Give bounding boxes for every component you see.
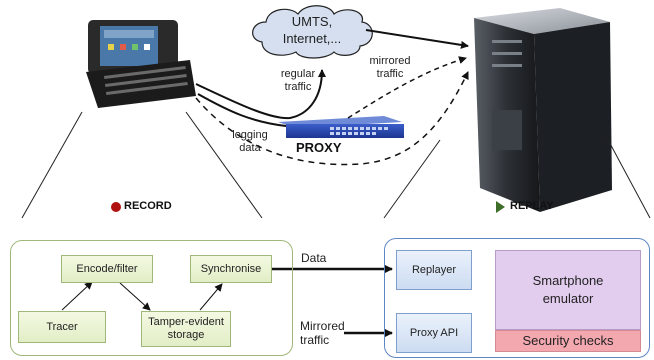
synchronise-box: Synchronise	[190, 255, 272, 283]
cloud-label-line2: Internet,...	[282, 31, 342, 46]
mirrored-traffic-bottom-line2: traffic	[300, 333, 330, 347]
logging-data-label-line2: data	[239, 142, 261, 154]
zoom-line	[21, 111, 83, 219]
server-image	[474, 8, 612, 212]
replay-panel	[384, 238, 650, 358]
logging-data-label-line1: logging	[232, 129, 268, 141]
cloud-label: UMTS, Internet,...	[272, 13, 352, 47]
cloud-shape	[252, 5, 373, 59]
zoom-line	[185, 111, 263, 219]
replayer-box: Replayer	[396, 250, 472, 290]
encode-filter-box: Encode/filter	[61, 255, 153, 283]
smartphone-emulator-box: Smartphone emulator	[495, 250, 641, 330]
mirrored-traffic-label: mirrored traffic	[362, 55, 418, 81]
tamper-evident-storage-box: Tamper-evident storage	[141, 311, 231, 347]
smartphone-image	[86, 20, 196, 108]
regular-traffic-label: regular traffic	[274, 68, 322, 94]
security-checks-box: Security checks	[495, 330, 641, 352]
mirrored-traffic-bottom-label: Mirrored traffic	[300, 319, 345, 347]
logging-data-line	[195, 71, 469, 166]
mirrored-traffic-bottom-line1: Mirrored	[300, 319, 345, 333]
smartphone-emulator-line2: emulator	[542, 291, 594, 306]
regular-traffic-line	[195, 69, 326, 120]
record-panel	[10, 240, 293, 356]
record-label: RECORD	[124, 200, 172, 212]
regular-traffic-label-line2: traffic	[284, 81, 312, 93]
proxy-switch-image	[278, 116, 404, 138]
proxy-label: PROXY	[296, 140, 342, 155]
logging-data-label: logging data	[230, 129, 270, 155]
tamper-evident-line1: Tamper-evident	[148, 316, 224, 328]
data-label: Data	[301, 251, 327, 265]
zoom-line	[605, 135, 651, 219]
mirrored-traffic-line	[347, 56, 467, 119]
replay-label: REPLAY	[510, 200, 554, 212]
zoom-line	[383, 139, 441, 219]
mirrored-traffic-label-line1: mirrored	[369, 55, 411, 67]
cloud-to-server-line	[365, 29, 469, 49]
mirrored-traffic-label-line2: traffic	[376, 68, 404, 80]
arrow-storage-to-sync	[199, 283, 223, 311]
replay-play-icon	[496, 201, 505, 213]
tamper-evident-line2: storage	[167, 329, 205, 341]
arrow-encode-to-storage	[119, 282, 151, 311]
cloud-label-line1: UMTS,	[291, 14, 333, 29]
regular-traffic-label-line1: regular	[280, 68, 316, 80]
proxy-api-box: Proxy API	[396, 313, 472, 353]
arrow-tracer-to-encode	[61, 281, 93, 311]
tracer-box: Tracer	[18, 311, 106, 343]
record-dot-icon	[111, 202, 121, 212]
smartphone-emulator-line1: Smartphone	[532, 273, 604, 288]
phone-to-proxy-line	[197, 93, 287, 127]
